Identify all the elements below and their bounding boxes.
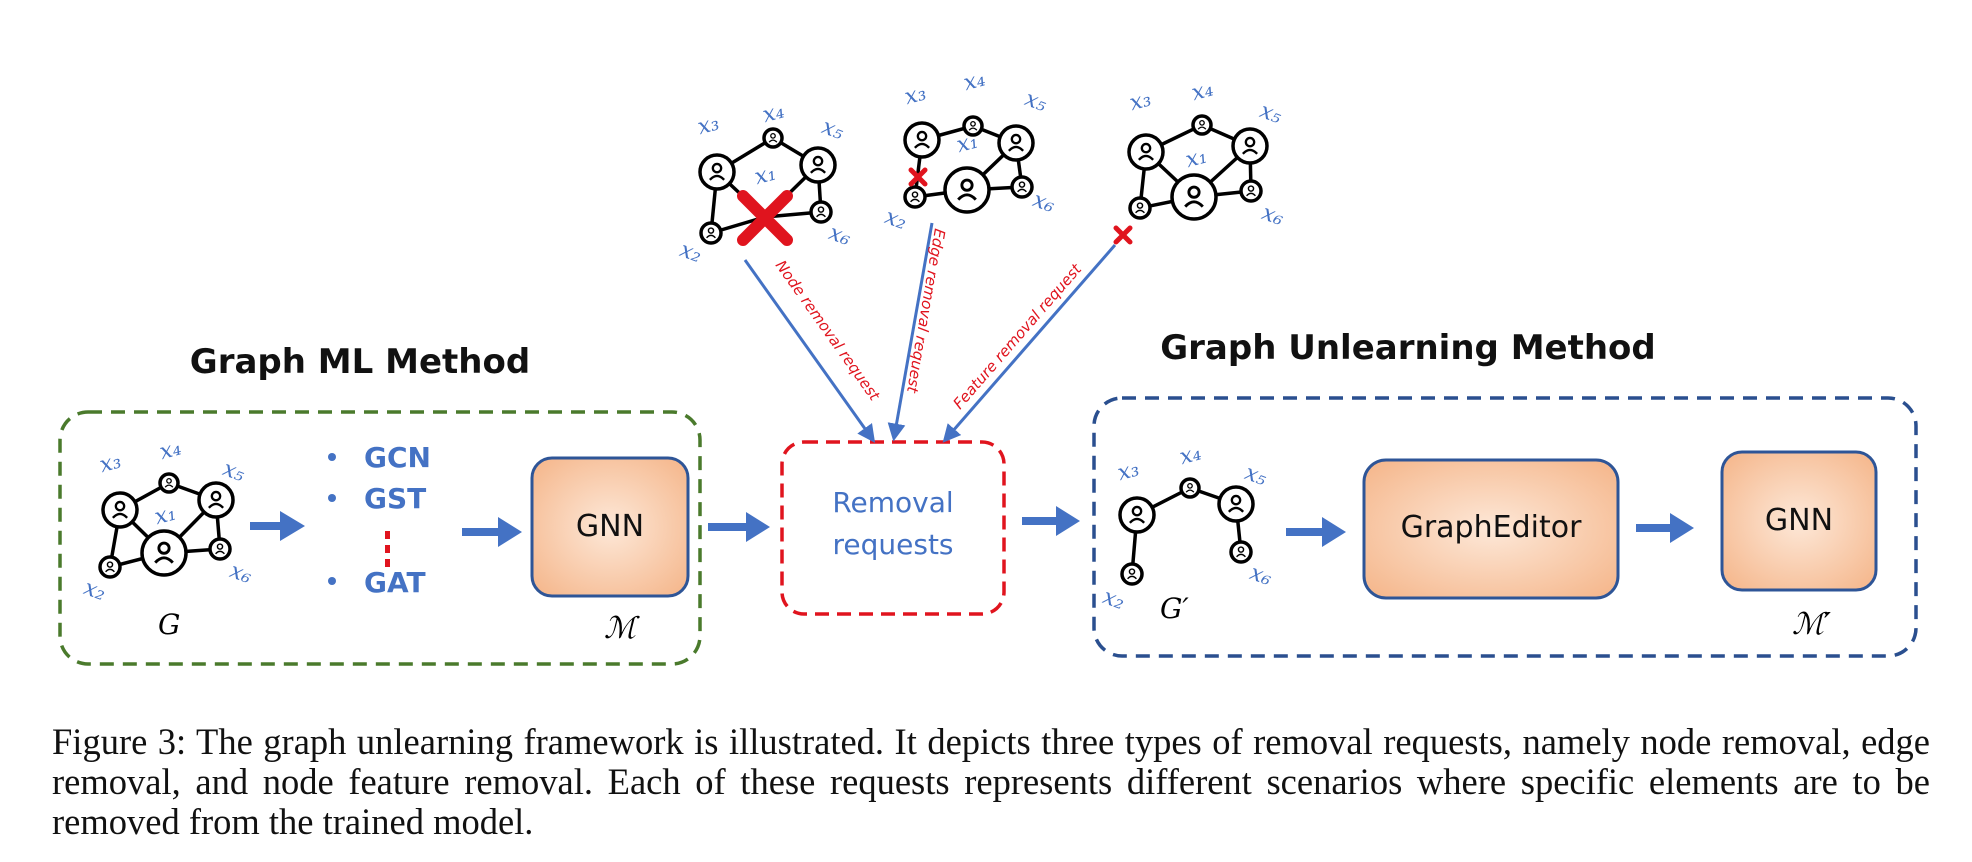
feature-removed-cross — [1113, 225, 1133, 245]
gnn-box-label: GNN — [576, 509, 644, 544]
label-g2-x4: x₄ — [1177, 441, 1204, 471]
arrow-editor-to-gnn — [1636, 513, 1694, 543]
feature-request-arrow — [942, 244, 1117, 443]
arrow-graph-to-editor — [1286, 517, 1346, 547]
arrow-left-panel-to-requests — [708, 512, 770, 542]
feature-request-label: Feature removal request — [949, 259, 1085, 412]
label-x4: x₄ — [157, 436, 184, 466]
input-graph-label: G — [158, 608, 180, 641]
node-x3 — [101, 491, 139, 529]
removal-requests-box — [780, 440, 1006, 616]
label-x2: x₂ — [80, 575, 109, 606]
node-c-x3 — [1127, 133, 1165, 171]
arrow-methods-to-gnn — [462, 517, 522, 547]
node-b-x6 — [1010, 175, 1034, 199]
arrow-requests-to-right-panel — [1022, 506, 1080, 536]
label-x3: x₃ — [97, 449, 124, 479]
label-c-x1: x₁ — [1183, 144, 1210, 174]
label-g2-x3: x₃ — [1115, 457, 1142, 487]
grapheditor-box-label: GraphEditor — [1401, 510, 1582, 545]
edited-graph: x₃ x₄ x₅ x₂ x₆ G′ — [1099, 441, 1275, 625]
removal-requests-label-line2: requests — [832, 528, 953, 561]
label-a-x2: x₂ — [676, 237, 705, 268]
label-c-x3: x₃ — [1127, 87, 1154, 117]
method-gat: GAT — [364, 566, 426, 599]
node-b-x5 — [997, 124, 1035, 162]
node-b-x1 — [943, 166, 991, 214]
node-removal-graph: x₃ x₄ x₅ x₁ x₂ x₆ — [676, 99, 854, 269]
node-c-x2 — [1128, 196, 1152, 220]
unlearned-gnn-box — [1720, 450, 1878, 592]
node-c-x6 — [1239, 179, 1263, 203]
node-a-x6 — [809, 200, 833, 224]
node-x6 — [208, 537, 232, 561]
node-x4 — [158, 472, 180, 494]
label-a-x3: x₃ — [695, 111, 722, 141]
removal-requests-label-line1: Removal — [832, 486, 953, 519]
node-x1 — [140, 529, 188, 577]
label-x5: x₅ — [219, 456, 248, 487]
label-c-x5: x₅ — [1256, 98, 1285, 129]
label-b-x6: x₆ — [1029, 187, 1058, 218]
arrow-graph-to-methods — [250, 511, 305, 541]
label-b-x3: x₃ — [902, 81, 929, 111]
node-x5 — [197, 481, 235, 519]
node-request-arrow — [743, 259, 876, 443]
label-a-x4: x₄ — [760, 99, 787, 129]
request-arrows — [743, 222, 1117, 443]
node-x2 — [98, 555, 122, 579]
gnn-box — [530, 456, 690, 598]
node-a-x5 — [799, 146, 837, 184]
unlearned-gnn-box-label: GNN — [1765, 503, 1833, 538]
method-ellipsis — [385, 531, 390, 567]
node-a-x4 — [762, 127, 784, 149]
method-gst: GST — [364, 482, 426, 515]
unlearned-model-label: ℳ′ — [1792, 607, 1831, 642]
node-g2-x6 — [1229, 540, 1253, 564]
input-graph: x₃ x₄ x₅ x₁ x₂ x₆ G — [80, 436, 255, 641]
node-b-x4 — [962, 115, 984, 137]
label-b-x4: x₄ — [961, 67, 988, 97]
node-request-label: Node removal request — [772, 257, 884, 405]
node-a-x3 — [698, 153, 736, 191]
label-g2-x6: x₆ — [1246, 560, 1275, 591]
label-a-x5: x₅ — [818, 114, 847, 145]
label-x1: x₁ — [152, 501, 179, 531]
edge-request-arrow — [887, 222, 934, 442]
model-label: ℳ — [604, 611, 640, 646]
label-x6: x₆ — [226, 558, 255, 589]
label-b-x5: x₅ — [1021, 86, 1050, 117]
figure-caption: Figure 3: The graph unlearning framework… — [52, 721, 1930, 842]
label-c-x4: x₄ — [1189, 77, 1216, 107]
node-b-x2 — [903, 185, 927, 209]
node-g2-x2 — [1120, 562, 1144, 586]
method-list: GCN GST GAT — [328, 441, 431, 599]
label-g2-x2: x₂ — [1099, 584, 1128, 615]
label-b-x2: x₂ — [881, 204, 910, 235]
label-c-x6: x₆ — [1258, 200, 1287, 231]
node-g2-x3 — [1118, 496, 1156, 534]
label-a-x1: x₁ — [752, 161, 779, 191]
left-panel-title: Graph ML Method — [190, 342, 530, 382]
node-c-x5 — [1231, 127, 1269, 165]
right-panel-title: Graph Unlearning Method — [1160, 328, 1656, 368]
edge-removed-cross — [908, 167, 928, 187]
label-a-x6: x₆ — [825, 220, 854, 251]
feature-removal-graph: x₃ x₄ x₅ x₁ x₆ — [1113, 77, 1287, 245]
node-g2-x5 — [1217, 485, 1255, 523]
node-c-x4 — [1191, 114, 1213, 136]
method-gcn: GCN — [364, 441, 431, 474]
edited-graph-label: G′ — [1160, 592, 1189, 625]
left-panel-frame — [58, 410, 702, 666]
node-c-x1 — [1170, 173, 1218, 221]
node-a-x2 — [699, 221, 723, 245]
node-b-x3 — [903, 121, 941, 159]
edge-removal-graph: x₃ x₄ x₅ x₁ x₂ x₆ — [881, 67, 1058, 236]
graph-unlearning-diagram: Graph ML Method x₃ x₄ x₅ x₁ x₂ x₆ G — [58, 67, 1918, 666]
right-panel-frame — [1092, 396, 1918, 658]
node-g2-x4 — [1179, 477, 1201, 499]
grapheditor-box — [1362, 458, 1620, 600]
label-g2-x5: x₅ — [1241, 460, 1270, 491]
node-removed-cross — [737, 190, 793, 246]
